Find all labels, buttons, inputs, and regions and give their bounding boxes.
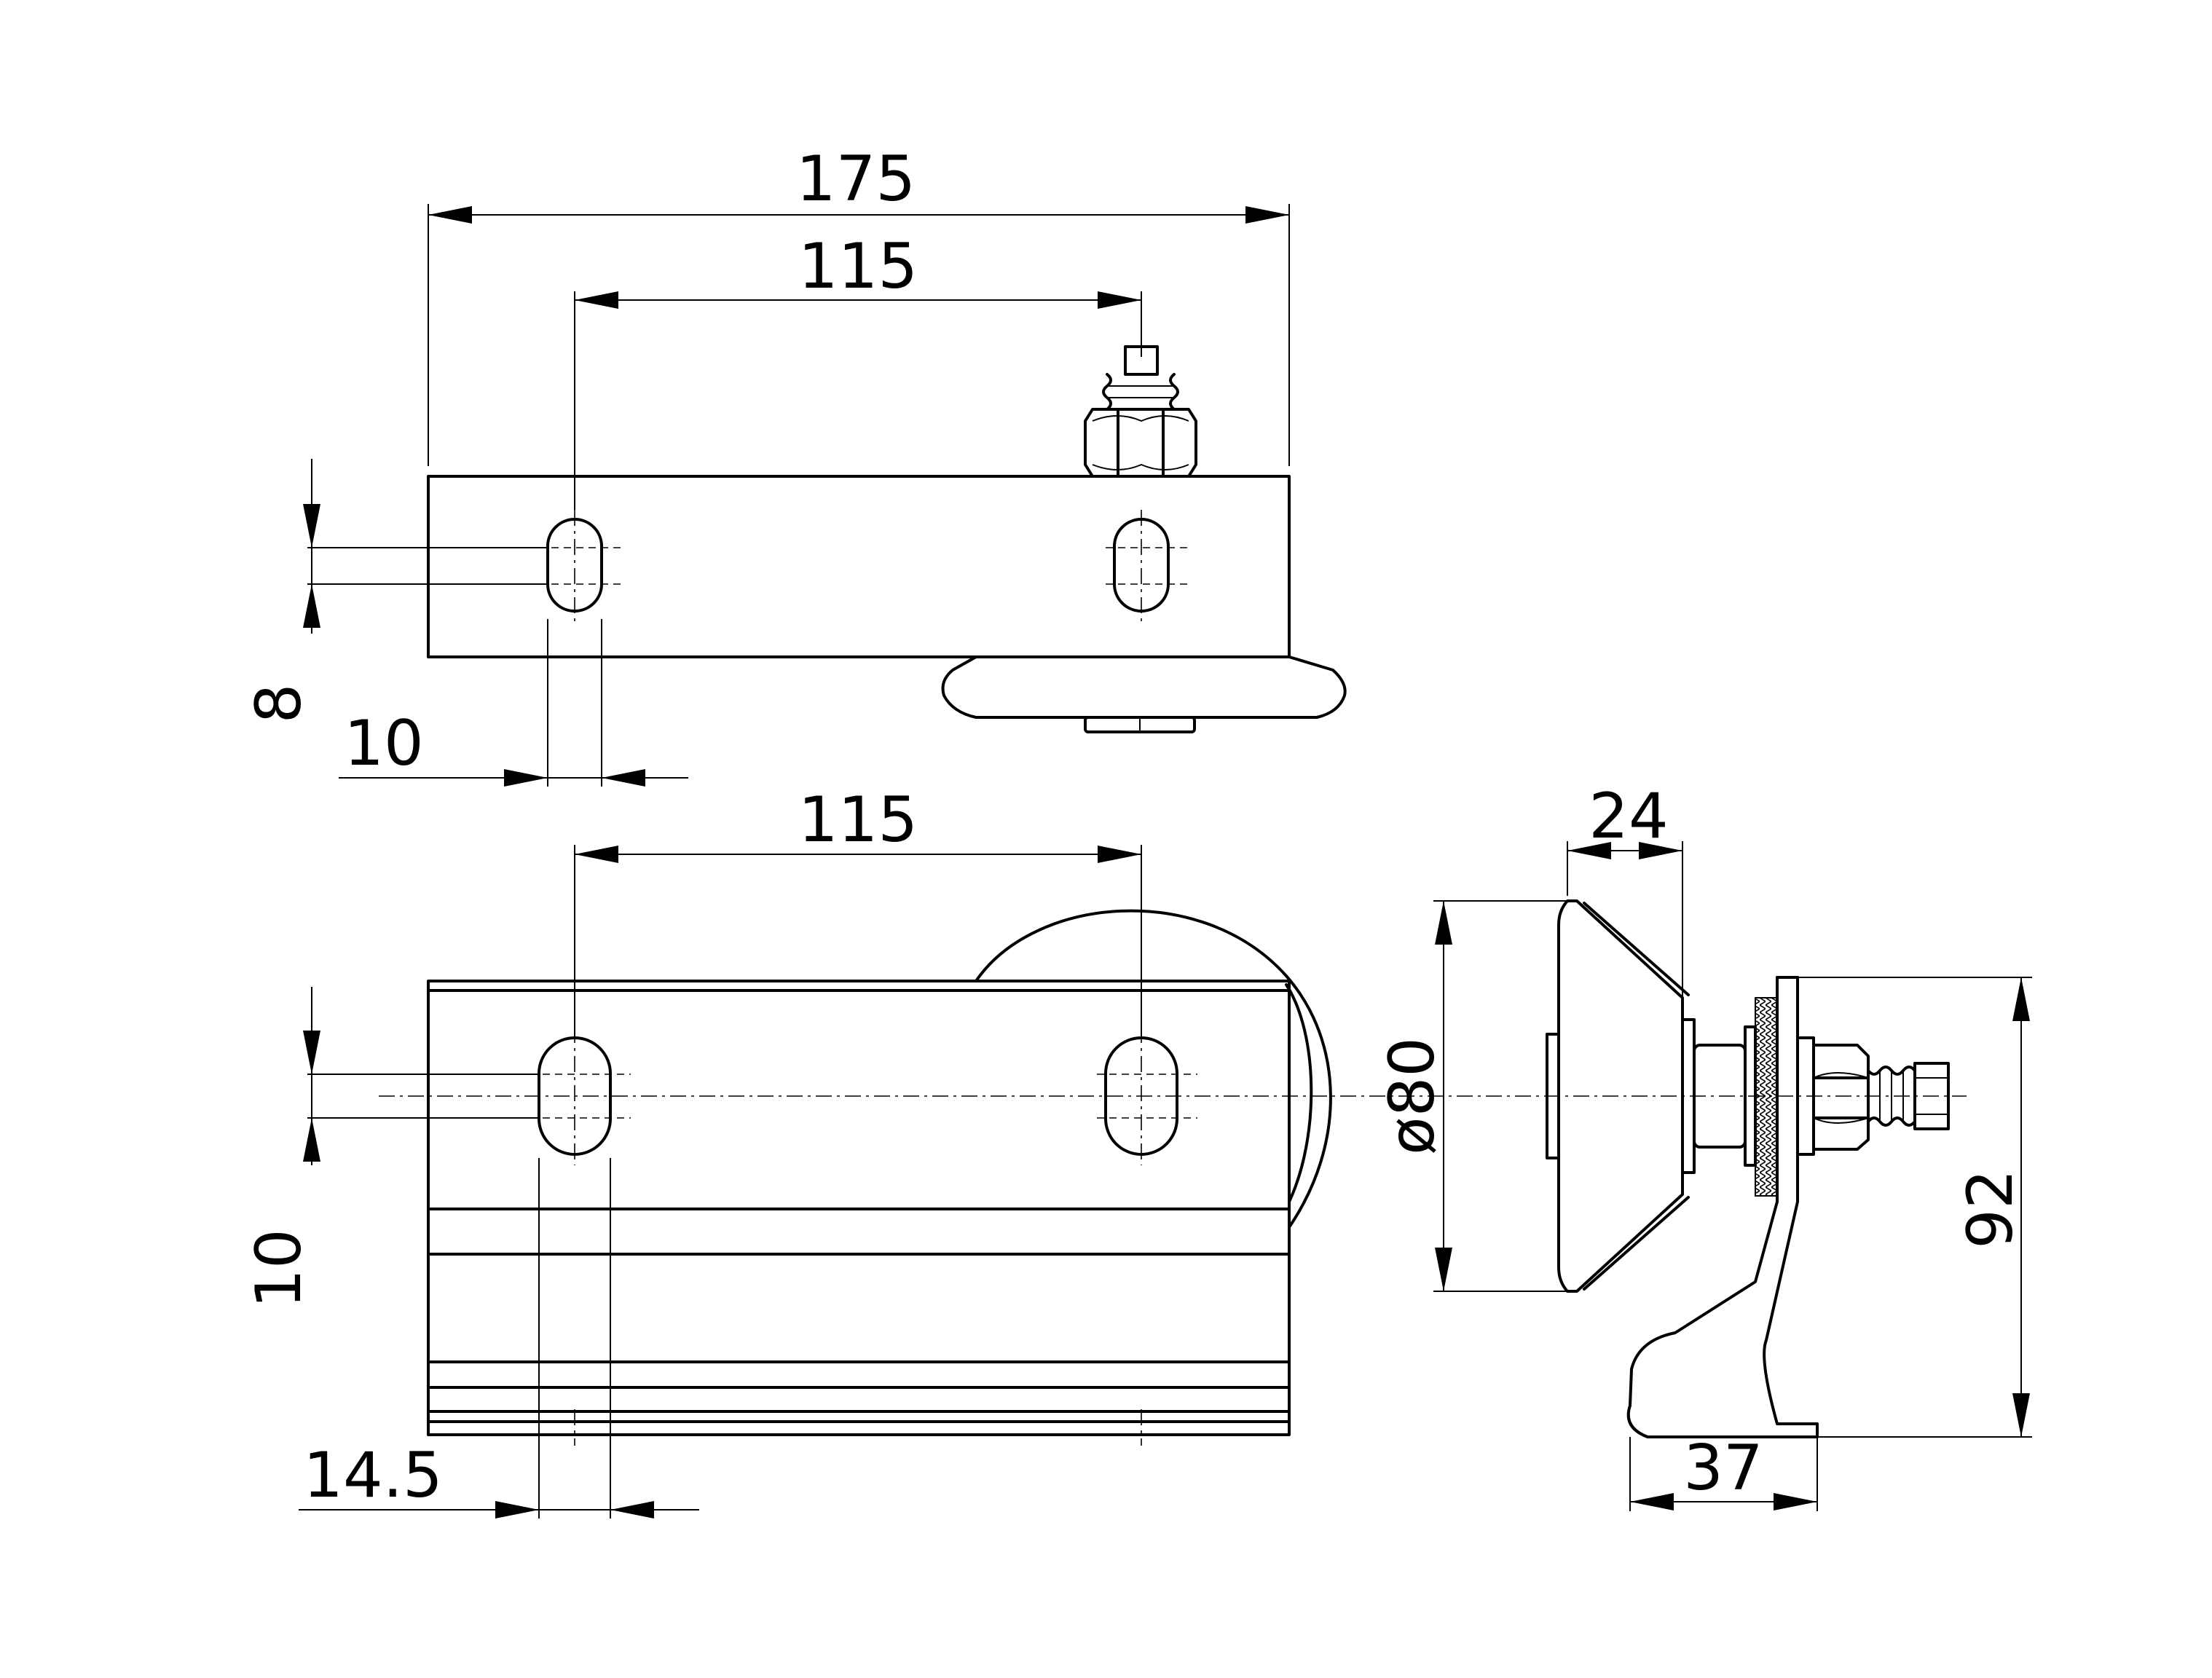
bracket-plate-top [427,475,1291,658]
dimension-lines [299,204,2032,1519]
dim-overall-height: 92 [1954,1169,2027,1248]
dim-slot-width-top: 10 [344,707,423,780]
dim-overall-length: 175 [796,143,916,216]
dim-bracket-base-width: 37 [1683,1432,1763,1505]
top-view [427,345,1347,733]
wheel-top [941,655,1347,733]
dim-slot-spacing-front: 115 [798,784,918,856]
wheel-front [975,909,1332,1229]
dim-slot-spacing-top: 115 [798,230,918,303]
dim-wheel-width: 24 [1589,780,1668,853]
dim-wheel-diameter: ø80 [1376,1037,1449,1155]
bracket-side [1626,976,1819,1438]
side-view [1546,899,1950,1438]
dim-slot-height-top: 8 [243,684,315,724]
front-view [379,909,1967,1446]
bolt-nut-top [1084,345,1197,478]
dim-slot-offset-front: 14.5 [303,1439,442,1512]
bolt-nut-side [1796,1036,1950,1156]
wheel-side [1557,899,1684,1293]
dim-slot-height-front: 10 [243,1229,315,1308]
